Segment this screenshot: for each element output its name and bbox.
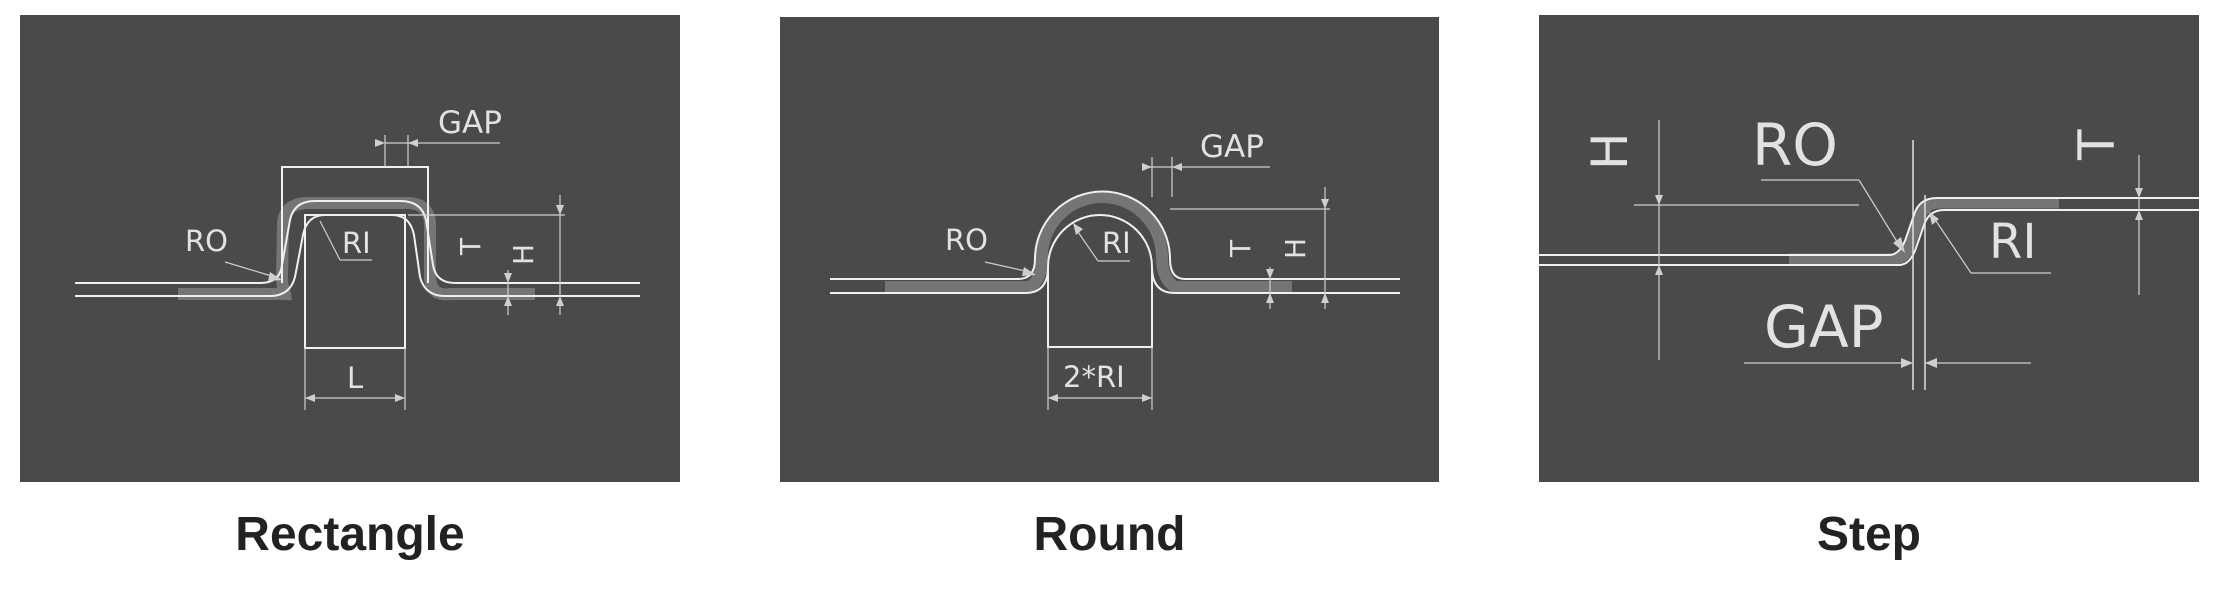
width-label: 2*RI — [1063, 360, 1125, 394]
ri-label: RI — [1989, 214, 2037, 270]
round-panel: GAP T H RO RI 2*RI — [780, 17, 1439, 482]
ri-label: RI — [1102, 226, 1131, 260]
round-diagram: GAP T H RO RI 2*RI — [830, 129, 1400, 410]
sheet-lower-line — [1539, 197, 2199, 256]
ro-label: RO — [1752, 111, 1838, 179]
h-label: H — [1279, 238, 1312, 259]
rectangle-panel: GAP T H RO RI L — [20, 15, 680, 482]
step-panel: H RO T RI GAP — [1539, 15, 2199, 482]
sheet-outer-line — [75, 200, 640, 284]
h-label: H — [507, 244, 540, 265]
rectangle-diagram: GAP T H RO RI L — [75, 105, 640, 410]
round-caption: Round — [1033, 508, 1186, 561]
t-label: T — [1224, 239, 1257, 258]
gap-label: GAP — [1200, 129, 1264, 165]
sheet-outer-line — [830, 190, 1400, 280]
step-caption: Step — [1816, 508, 1921, 561]
ro-label: RO — [945, 223, 988, 257]
punch-block — [1047, 267, 1153, 348]
bend-highlight — [1789, 197, 2059, 265]
ro-label: RO — [185, 224, 228, 258]
l-label: L — [347, 361, 363, 395]
rectangle-caption: Rectangle — [235, 508, 465, 561]
gap-label: GAP — [1764, 293, 1884, 361]
gap-label: GAP — [438, 105, 502, 141]
t-label: T — [2068, 129, 2126, 161]
h-label: H — [1581, 132, 1639, 170]
sheet-upper-line — [1539, 209, 2199, 266]
t-label: T — [454, 237, 487, 256]
die-outline — [281, 166, 429, 283]
ri-label: RI — [342, 226, 371, 260]
bend-highlight — [885, 191, 1292, 293]
punch-block — [304, 214, 406, 349]
step-diagram: H RO T RI GAP — [1539, 111, 2199, 390]
